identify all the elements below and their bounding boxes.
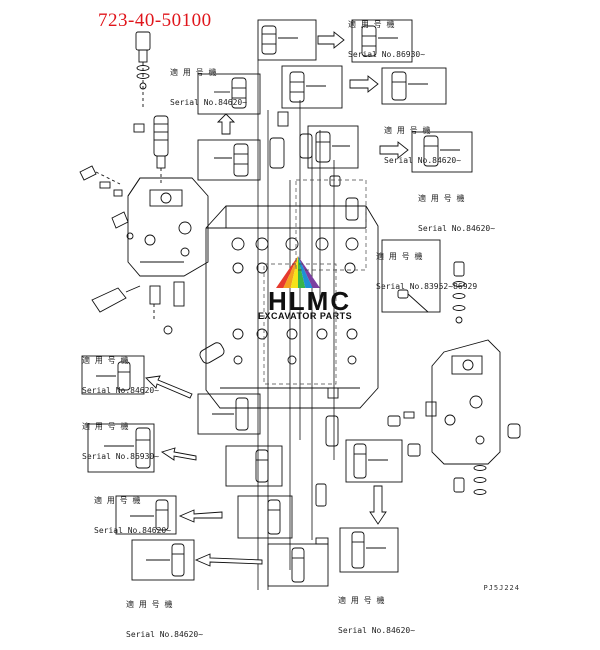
brand-subtitle: EXCAVATOR PARTS <box>258 311 353 321</box>
box-mid-center <box>307 125 359 169</box>
brand-title: HLMC <box>268 286 352 316</box>
box-center-lower-3 <box>237 495 293 539</box>
box-center-bottom <box>267 543 329 587</box>
box-mid-right <box>411 131 473 173</box>
serial-number-text: Serial No.84620~ <box>170 98 248 107</box>
box-top-right <box>351 19 413 63</box>
serial-label: 適 用 号 機 Serial No.84620~ <box>82 336 159 406</box>
serial-number-text: Serial No.84620~ <box>82 386 160 395</box>
box-bottom-left <box>131 539 195 581</box>
leader-lines <box>257 60 335 590</box>
serial-label: 適 用 号 機 Serial No.84620~ <box>94 476 171 546</box>
dashed-guides <box>263 179 367 385</box>
drawing-code: PJ5J224 <box>483 584 520 592</box>
left-bolts <box>79 165 134 240</box>
serial-label: 適 用 号 機 Serial No.86930~ <box>348 0 425 70</box>
applicable-model-text: 適 用 号 機 <box>126 600 173 609</box>
applicable-model-text: 適 用 号 機 <box>94 496 141 505</box>
box-center-lower-1 <box>197 393 261 435</box>
small-parts <box>199 111 359 545</box>
serial-label: 適 用 号 機 Serial No.84620~ <box>126 580 203 650</box>
arrow-up <box>216 113 236 135</box>
serial-label: 適 用 号 機 Serial No.83952~86929 <box>376 232 477 302</box>
right-valve-body <box>431 339 501 465</box>
applicable-model-text: 適 用 号 機 <box>384 126 431 135</box>
box-right-check <box>381 239 441 313</box>
serial-number-text: Serial No.83952~86929 <box>376 282 478 291</box>
serial-number-text: Serial No.84620~ <box>126 630 204 639</box>
box-mid-left <box>197 139 261 181</box>
box-upper-left <box>197 73 261 115</box>
serial-label: 適 用 号 機 Serial No.84620~ <box>418 174 495 244</box>
box-left-3 <box>115 495 177 535</box>
arrow-left-2 <box>160 447 197 461</box>
serial-number-text: Serial No.84620~ <box>338 626 416 635</box>
serial-number-text: Serial No.84620~ <box>94 526 172 535</box>
applicable-model-text: 適 用 号 機 <box>376 252 423 261</box>
serial-label: 適 用 号 機 Serial No.86930~ <box>82 402 159 472</box>
box-left-1 <box>81 355 145 395</box>
serial-label: 適 用 号 機 Serial No.84620~ <box>338 576 415 646</box>
lower-left-plug <box>91 281 185 335</box>
arrow-left-1 <box>145 375 193 399</box>
applicable-model-text: 適 用 号 機 <box>418 194 465 203</box>
applicable-model-text: 適 用 号 機 <box>82 356 129 365</box>
arrow-right-mid <box>379 141 409 159</box>
arrow-right-top <box>317 31 345 49</box>
arrow-left-bottom <box>194 553 263 567</box>
arrow-down <box>369 485 387 525</box>
left-spool-assembly <box>133 115 169 185</box>
arrow-left-3 <box>178 509 223 523</box>
left-valve-body <box>127 177 209 277</box>
logo-segment <box>298 256 306 288</box>
box-upper-center <box>281 65 343 109</box>
box-left-2 <box>87 423 155 473</box>
logo-segment <box>290 256 298 288</box>
arrow-right-upper <box>349 75 379 93</box>
box-bottom-right <box>339 527 399 573</box>
box-lower-middle <box>345 439 403 483</box>
brand-logo-mark <box>276 256 320 288</box>
applicable-model-text: 適 用 号 機 <box>338 596 385 605</box>
box-upper-right <box>381 67 447 105</box>
part-number: 723-40-50100 <box>98 10 212 31</box>
serial-number-text: Serial No.86930~ <box>348 50 426 59</box>
serial-number-text: Serial No.86930~ <box>82 452 160 461</box>
logo-segment <box>298 256 320 288</box>
arrows <box>145 31 409 567</box>
box-center-lower-2 <box>225 445 283 487</box>
applicable-model-text: 適 用 号 機 <box>170 68 217 77</box>
serial-label: 適 用 号 機 Serial No.84620~ <box>384 106 461 176</box>
serial-number-text: Serial No.84620~ <box>418 224 496 233</box>
parts-diagram <box>79 19 521 590</box>
applicable-model-text: 適 用 号 機 <box>348 20 395 29</box>
top-left-valve-cartridge <box>135 31 151 108</box>
serial-label: 適 用 号 機 Serial No.84620~ <box>170 48 247 118</box>
applicable-model-text: 適 用 号 機 <box>82 422 129 431</box>
serial-number-text: Serial No.84620~ <box>384 156 462 165</box>
right-fittings <box>387 261 521 495</box>
box-top-center <box>257 19 317 61</box>
